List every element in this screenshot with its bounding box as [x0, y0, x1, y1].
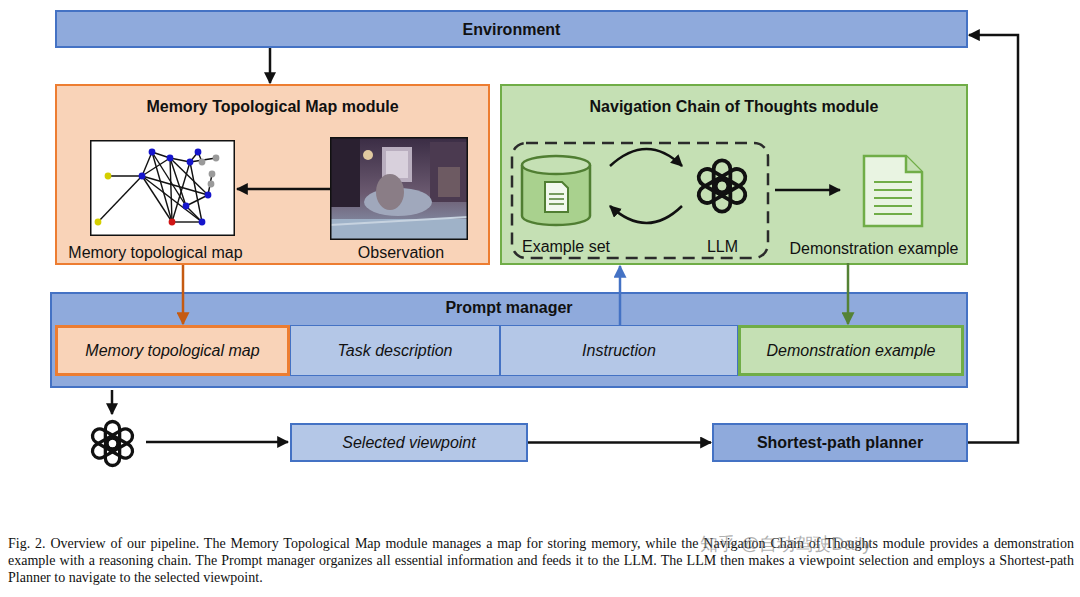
- node-label: Task description: [337, 341, 452, 360]
- graph-shape: [90, 140, 235, 236]
- obs-graphic: [330, 137, 468, 240]
- llm-icon: LLM: [680, 150, 765, 258]
- figure-caption: Fig. 2. Overview of our pipeline. The Me…: [8, 535, 1074, 586]
- flow-arrow: [968, 35, 1018, 442]
- prompt-cell: Instruction: [500, 325, 738, 376]
- node-label: Demonstration example: [767, 341, 936, 360]
- cyl-graphic: [520, 154, 592, 228]
- cyl-shape: [520, 154, 592, 228]
- prompt-cell: Task description: [290, 325, 500, 376]
- obs-shape: [330, 137, 468, 240]
- database-cylinder: Example set: [518, 152, 614, 258]
- node-label: Selected viewpoint: [342, 433, 475, 452]
- node-label: Instruction: [582, 341, 656, 360]
- map-image: Memory topological map: [59, 140, 252, 264]
- node-label: Example set: [514, 237, 618, 256]
- doc-shape: [862, 154, 924, 228]
- flow-arrow: [610, 206, 682, 223]
- node-label: Observation: [326, 243, 476, 262]
- module-title: Prompt manager: [52, 298, 966, 317]
- module-title: Navigation Chain of Thoughts module: [502, 97, 966, 116]
- flow-arrow: [847, 263, 850, 324]
- doc-graphic: [862, 154, 924, 228]
- node-label: Environment: [463, 20, 561, 39]
- logo-shape: [690, 154, 754, 218]
- document-icon: Demonstration example: [782, 152, 966, 260]
- node-label: Shortest-path planner: [757, 433, 923, 452]
- flow-arrow: [237, 188, 331, 191]
- graph-graphic: [90, 140, 235, 236]
- flow-arrow: [146, 441, 288, 444]
- logo-graphic: [690, 154, 754, 218]
- flow-arrow: [528, 441, 711, 444]
- prompt-cell: Memory topological map: [55, 325, 290, 376]
- flow-arrow: [610, 149, 682, 166]
- flow-arrow: [619, 266, 622, 325]
- module-title: Memory Topological Map module: [57, 97, 488, 116]
- module-box: Memory Topological Map moduleMemory topo…: [55, 84, 490, 265]
- planner-box: Shortest-path planner: [712, 423, 968, 462]
- module-box: Navigation Chain of Thoughts moduleExamp…: [500, 84, 968, 265]
- node-label: Demonstration example: [778, 239, 970, 258]
- flow-arrow: [111, 390, 114, 414]
- output-box: Selected viewpoint: [290, 423, 528, 462]
- flow-arrow: [182, 265, 185, 324]
- environment-band: Environment: [55, 10, 968, 48]
- dashed-group: [512, 143, 768, 258]
- node-label: Memory topological map: [55, 243, 256, 262]
- node-label: LLM: [676, 237, 769, 256]
- prompt-band: Prompt managerMemory topological map Task…: [50, 292, 968, 388]
- observation-image: Observation: [330, 137, 472, 264]
- flow-arrow: [775, 189, 840, 192]
- llm-icon: [90, 422, 135, 466]
- flow-arrow: [269, 48, 272, 83]
- watermark: 知乎 @自动驾驶Daily: [700, 532, 871, 556]
- prompt-cell: Demonstration example: [738, 325, 964, 376]
- node-label: Memory topological map: [85, 341, 259, 360]
